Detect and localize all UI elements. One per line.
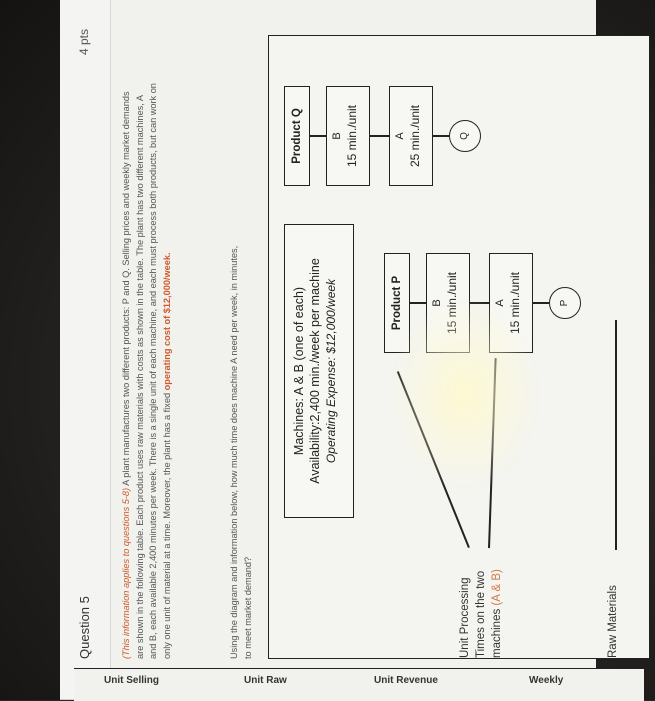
machines-info-box: Machines: A & B (one of each) Availabili… [284,224,354,518]
arrow-to-machine-b [396,371,470,548]
table-header: Unit Raw [244,675,287,686]
intro-note: (This information applies to questions 5… [121,487,131,659]
connector-line [470,302,489,304]
connector-line [433,135,449,137]
arrow-to-raw-material [615,320,617,550]
unit-processing-label: Unit Processing Times on the two machine… [457,548,505,658]
machine-letter: B [431,299,443,307]
upt-text: machines [491,605,503,658]
product-p-machine-a: A 15 min./unit [489,253,533,353]
connector-line [410,302,426,304]
machine-letter: B [331,132,343,140]
upt-line: machines (A & B) [489,548,505,658]
connector-line [310,135,326,137]
table-header: Weekly [529,675,564,686]
machine-time: 15 min./unit [445,271,459,335]
upt-machines-highlight: (A & B) [491,569,503,606]
machines-line: Machines: A & B (one of each) [292,286,306,456]
machine-time: 25 min./unit [408,104,422,168]
product-q-machine-b: B 15 min./unit [326,86,370,186]
upt-line: Times on the two [475,570,487,658]
question-card: Question 5 4 pts (This information appli… [60,0,650,700]
connector-line [370,135,389,137]
question-title: Question 5 [77,596,92,659]
machine-letter: A [494,299,506,307]
machine-letter: A [394,132,406,140]
question-header: Question 5 4 pts [60,0,111,699]
arrow-to-machine-a [488,358,497,549]
availability-line: Availability:2,400 min./week per machine [308,258,322,484]
machine-time: 15 min./unit [508,271,522,335]
raw-materials-label: Raw Materials [607,585,619,658]
table-header: Unit Selling [104,675,159,686]
product-q-machine-a: A 25 min./unit [389,86,433,186]
connector-line [533,302,549,304]
table-header: Unit Revenue [374,675,438,686]
table-header-strip: Unit Selling Unit Raw Unit Revenue Weekl… [74,668,644,701]
question-intro: (This information applies to questions 5… [120,79,174,659]
upt-line: Unit Processing [459,577,471,658]
production-diagram: Machines: A & B (one of each) Availabili… [268,35,650,659]
question-points: 4 pts [77,29,91,56]
question-prompt: Using the diagram and information below,… [229,245,253,659]
raw-material-p: P [549,287,581,319]
machine-time: 15 min./unit [345,104,359,168]
product-q-box: Product Q [284,86,310,186]
product-p-machine-b: B 15 min./unit [426,253,470,353]
product-p-box: Product P [384,253,410,353]
raw-material-q: Q [449,120,481,152]
operating-expense-line: Operating Expense: $12,000/week [324,278,338,464]
intro-highlight: operating cost of $12,000/week. [161,252,172,391]
